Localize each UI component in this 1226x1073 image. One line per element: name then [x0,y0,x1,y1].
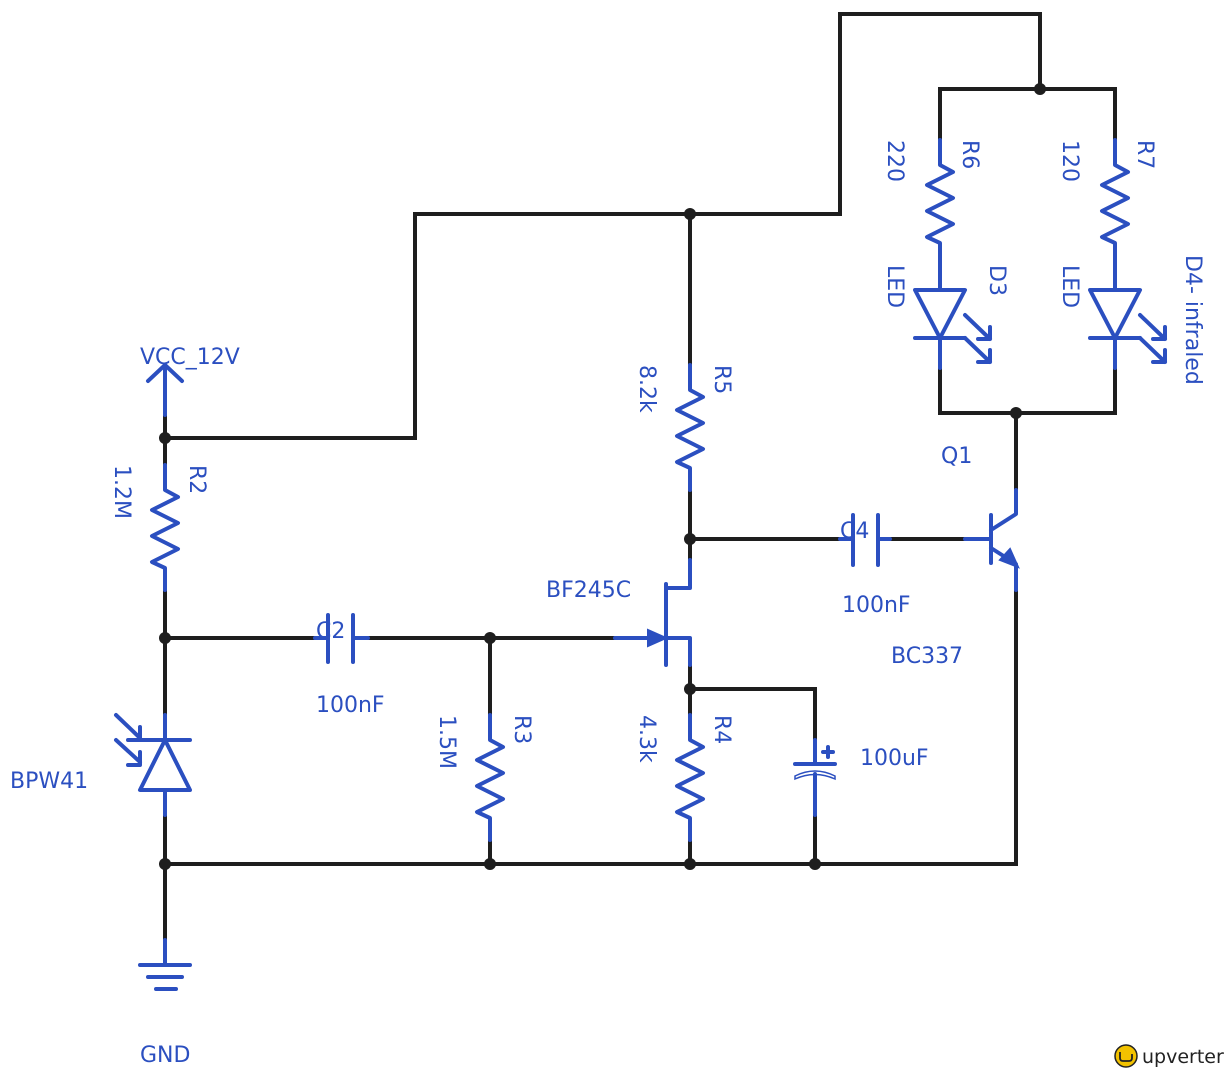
light-emit-arrows-icon [1138,313,1167,364]
d3-value: LED [882,265,907,308]
resistor-r5[interactable]: R5 8.2k [634,363,734,492]
junction-dot [1010,407,1022,419]
d4-ref: D4- infraled [1180,255,1205,385]
wire-gnd-rail [163,588,1018,866]
junction-dot [1034,83,1046,95]
resistor-icon [675,363,705,492]
led-d4-infrared[interactable]: D4- infraled LED [1057,255,1205,385]
gnd-label: GND [140,1043,190,1068]
jfet-gate-arrow-icon [647,628,669,648]
capacitor-c4[interactable]: C4 100nF [838,513,911,618]
resistor-r6[interactable]: R6 220 [882,138,982,292]
capacitor-icon [838,513,892,567]
r5-ref: R5 [709,365,734,394]
resistor-icon [150,463,180,592]
light-arrows-icon [114,713,142,767]
c2-value: 100nF [316,693,385,718]
r6-value: 220 [882,140,907,182]
wire-vcc-to-top [163,12,1042,440]
npn-transistor-icon [963,488,1018,592]
led-icon [913,288,967,370]
junction-dot [684,533,696,545]
q1-part: BC337 [891,644,963,669]
ground-icon [138,938,192,991]
resistor-icon [675,713,705,842]
junction-dot [159,432,171,444]
r2-ref: R2 [184,465,209,494]
wire-led-top [938,87,1117,142]
junction-dot [159,858,171,870]
junction-dot [484,858,496,870]
wire-cap-top [688,687,817,742]
resistor-icon [475,713,505,842]
led-icon [1088,288,1142,370]
photodiode-label: BPW41 [10,769,88,794]
photodiode-icon [138,713,192,817]
r4-value: 4.3k [634,715,659,763]
gnd-symbol[interactable]: GND [138,938,192,1068]
electrolytic-capacitor-icon [793,738,837,817]
junctions [159,83,1046,870]
c4-ref: C4 [840,519,869,544]
resistor-r7[interactable]: R7 120 [1057,138,1157,292]
jfet-label: BF245C [546,578,631,603]
resistor-r3[interactable]: R3 1.5M [434,713,534,842]
resistor-icon [925,138,955,292]
d3-ref: D3 [984,265,1009,296]
r7-value: 120 [1057,140,1082,182]
junction-dot [684,208,696,220]
r7-ref: R7 [1132,140,1157,169]
r4-ref: R4 [709,715,734,744]
upverter-logo-icon [1114,1044,1138,1068]
c2-ref: C2 [316,619,345,644]
resistor-r2[interactable]: R2 1.2M [109,463,209,592]
jfet-icon [613,558,692,667]
junction-dot [159,632,171,644]
q1-ref: Q1 [941,444,972,469]
cap-value: 100uF [860,746,929,771]
resistor-r4[interactable]: R4 4.3k [634,713,734,842]
photodiode-bpw41[interactable]: BPW41 [10,713,192,817]
junction-dot [484,632,496,644]
capacitor-icon [313,613,370,664]
vcc-symbol[interactable]: VCC_12V [140,345,240,417]
emitter-arrow-icon [998,547,1020,569]
upverter-logo-text: upverter [1142,1046,1224,1068]
d4-value: LED [1057,265,1082,308]
r6-ref: R6 [957,140,982,169]
r2-value: 1.2M [109,465,134,519]
plus-icon [821,745,835,759]
vcc-label: VCC_12V [140,345,240,370]
r3-ref: R3 [509,715,534,744]
junction-dot [684,858,696,870]
r5-value: 8.2k [634,365,659,413]
logo-glyph-icon [1119,1052,1133,1062]
led-d3[interactable]: D3 LED [882,265,1009,370]
jfet-bf245c[interactable]: BF245C [546,558,692,667]
upverter-logo[interactable]: upverter [1114,1044,1224,1068]
resistor-icon [1100,138,1130,292]
r3-value: 1.5M [434,715,459,769]
vcc-arrow-icon [146,363,184,417]
c4-value: 100nF [842,593,911,618]
curved-plate-icon [794,770,836,781]
capacitor-c2[interactable]: C2 100nF [313,613,385,718]
wire-led-bottom [938,366,1117,415]
junction-dot [809,858,821,870]
light-emit-arrows-icon [963,313,992,364]
capacitor-electrolytic[interactable]: 100uF [793,738,929,817]
transistor-q1[interactable]: Q1 BC337 [891,444,1020,669]
junction-dot [684,683,696,695]
